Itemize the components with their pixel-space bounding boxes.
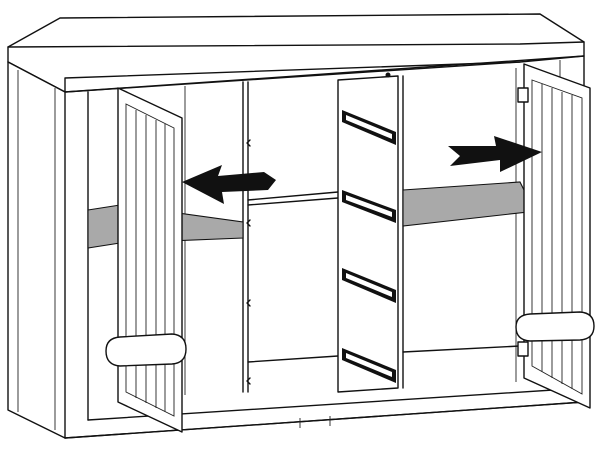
left-handle (105, 333, 187, 367)
left-door (105, 87, 187, 433)
arrow-left-icon (182, 165, 276, 204)
right-door (515, 63, 595, 409)
top-panel (7, 13, 585, 93)
right-compartment (402, 68, 529, 389)
right-handle (515, 311, 595, 342)
drawer-runner (342, 348, 396, 383)
drawer-runner (342, 190, 396, 223)
left-side-panel (7, 61, 66, 439)
right-shelf (402, 181, 529, 227)
arrow-right-icon (448, 136, 542, 172)
center-compartment (246, 81, 339, 393)
drawer-runner (342, 268, 396, 303)
drawer-runner (342, 110, 396, 145)
runner-panel (337, 72, 399, 393)
